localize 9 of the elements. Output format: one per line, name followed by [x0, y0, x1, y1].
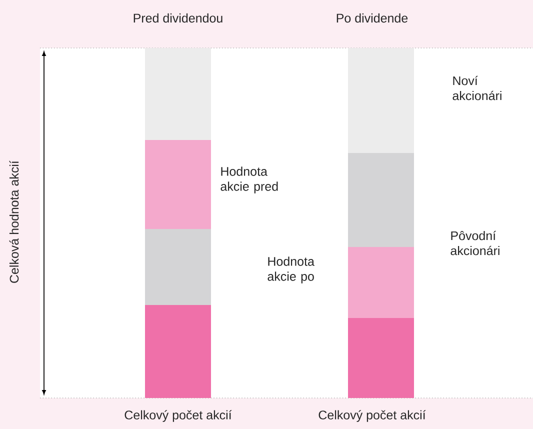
axis-label: Celkový počet akcií: [124, 410, 232, 422]
axis-label: Po dividende: [336, 13, 408, 23]
axis-label: Hodnota akcie po: [268, 256, 314, 284]
axis-label: Noví akcionári: [452, 76, 502, 100]
axis-label: Celkový počet akcií: [318, 410, 426, 422]
axis-label: Celková hodnota akcií: [9, 160, 19, 283]
axis-label: Pred dividendou: [134, 13, 222, 23]
axis-label: Hodnota akcie pred: [220, 166, 278, 194]
axis-label: Pôvodní akcionári: [450, 230, 500, 256]
